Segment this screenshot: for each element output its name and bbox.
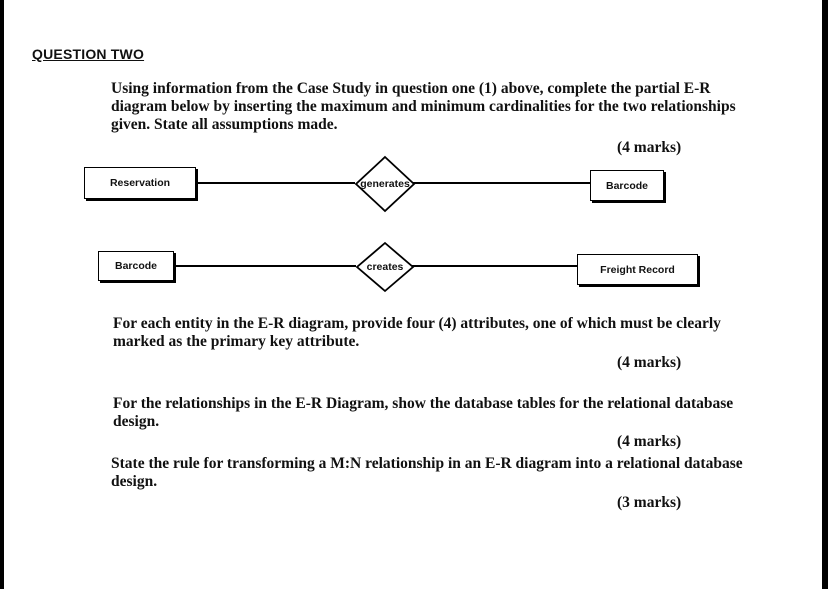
entity-barcode-2: Barcode <box>98 251 174 281</box>
entity-reservation: Reservation <box>84 167 196 199</box>
part4-paragraph: State the rule for transforming a M:N re… <box>111 455 743 491</box>
connector-line <box>413 182 593 184</box>
part4-line-1: State the rule for transforming a M:N re… <box>111 455 743 472</box>
intro-line-1: Using information from the Case Study in… <box>111 80 711 97</box>
relationship-label-generates: generates <box>360 178 410 190</box>
relationship-diamond-generates <box>354 155 416 213</box>
document-page <box>4 0 822 589</box>
part3-paragraph: For the relationships in the E-R Diagram… <box>113 395 733 431</box>
part3-marks: (4 marks) <box>617 433 682 450</box>
intro-line-2: diagram below by inserting the maximum a… <box>111 98 736 115</box>
part4-line-2: design. <box>111 473 158 490</box>
part4-marks: (3 marks) <box>617 494 682 511</box>
relationship-diamond-creates <box>355 241 415 293</box>
part3-line-1: For the relationships in the E-R Diagram… <box>113 395 734 412</box>
part3-line-2: design. <box>113 413 160 430</box>
connector-line <box>412 265 578 267</box>
part2-marks: (4 marks) <box>617 354 682 371</box>
intro-paragraph: Using information from the Case Study in… <box>111 80 736 134</box>
entity-barcode-1: Barcode <box>590 170 664 201</box>
question-title: QUESTION TWO <box>32 46 145 62</box>
intro-marks: (4 marks) <box>617 139 682 156</box>
page-edge <box>822 0 828 589</box>
intro-line-3: given. State all assumptions made. <box>111 116 338 133</box>
part2-paragraph: For each entity in the E-R diagram, prov… <box>113 315 721 351</box>
entity-freight-record: Freight Record <box>577 254 698 285</box>
connector-line <box>195 182 355 184</box>
part2-line-1: For each entity in the E-R diagram, prov… <box>113 315 721 332</box>
relationship-label-creates: creates <box>366 261 404 273</box>
part2-line-2: marked as the primary key attribute. <box>113 333 360 350</box>
connector-line <box>172 265 356 267</box>
